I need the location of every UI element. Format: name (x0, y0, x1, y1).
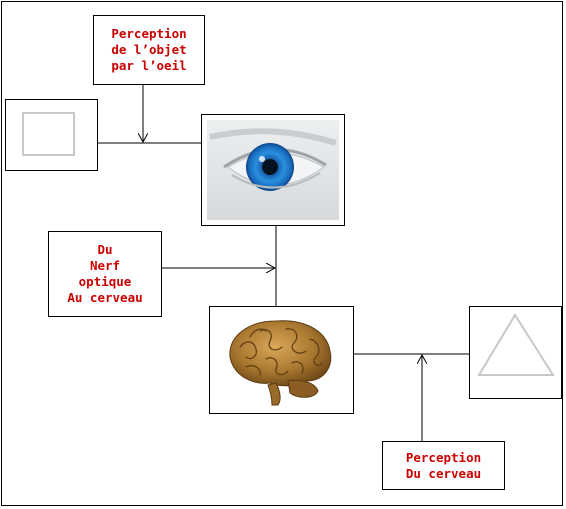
label-nerf-optique: Du Nerf optique Au cerveau (48, 231, 162, 317)
triangle-shape (477, 313, 555, 376)
label-perception-cerveau: Perception Du cerveau (382, 441, 505, 490)
brain-icon (229, 320, 332, 406)
perceived-shape-box (469, 306, 562, 399)
eye-box (201, 114, 345, 226)
label-perception-objet: Perception de l’objet par l’oeil (93, 15, 205, 85)
object-box (5, 99, 98, 171)
square-shape (22, 112, 75, 156)
brain-box (209, 306, 354, 414)
eye-icon (207, 120, 339, 220)
